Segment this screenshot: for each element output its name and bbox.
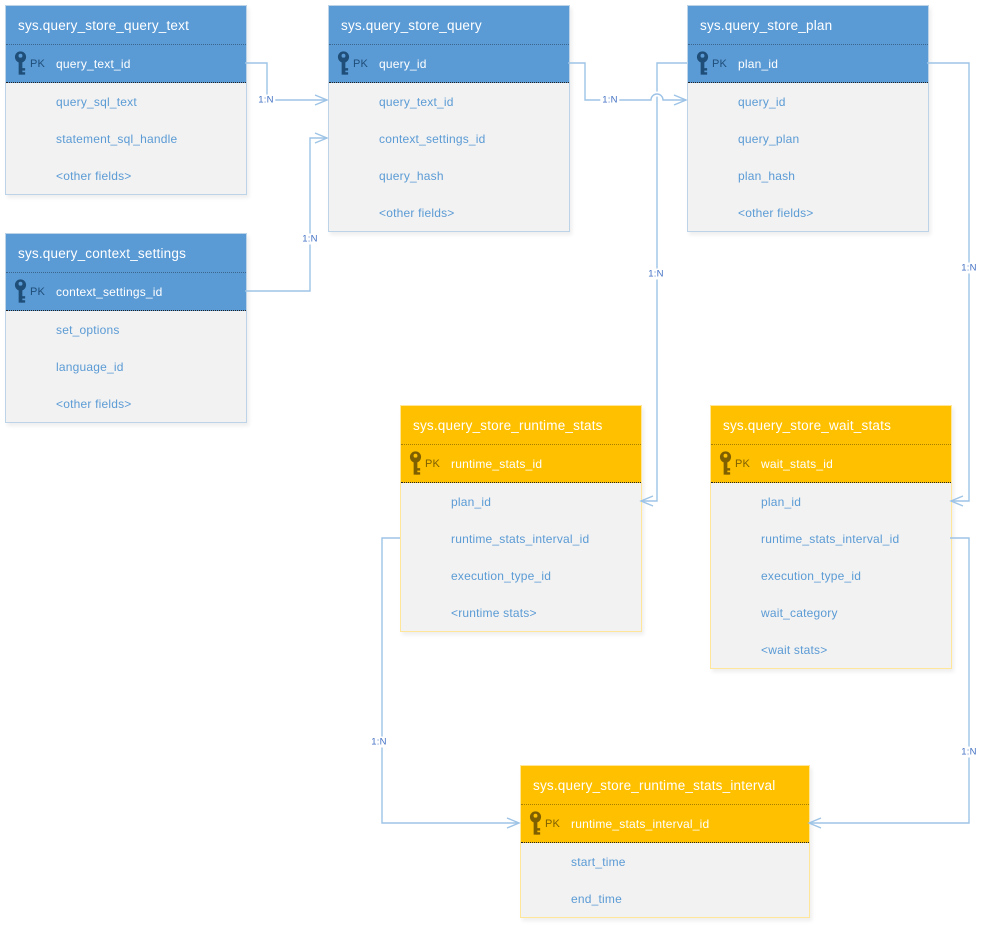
pk-field-name: plan_id — [738, 56, 779, 71]
key-icon — [337, 50, 350, 77]
pk-field-name: runtime_stats_interval_id — [571, 816, 710, 831]
relationship-label: 1:N — [300, 233, 320, 245]
field-row: query_sql_text — [56, 94, 137, 109]
field-row: wait_category — [761, 605, 838, 620]
entity-query-store-query[interactable]: sys.query_store_query PK query_id query_… — [328, 5, 570, 232]
key-icon — [14, 278, 27, 305]
field-row: <runtime stats> — [451, 605, 537, 620]
entity-query-store-runtime-stats-interval[interactable]: sys.query_store_runtime_stats_interval P… — [520, 765, 810, 918]
relationship-label: 1:N — [369, 736, 389, 748]
field-row: query_hash — [379, 168, 444, 183]
field-row: context_settings_id — [379, 131, 486, 146]
pk-label: PK — [353, 57, 369, 70]
entity-query-store-wait-stats[interactable]: sys.query_store_wait_stats PK wait_stats… — [710, 405, 952, 669]
pk-field-name: query_id — [379, 56, 427, 71]
key-icon — [696, 50, 709, 77]
field-row: plan_id — [451, 494, 492, 509]
pk-row: PK runtime_stats_id — [401, 445, 641, 483]
field-row: language_id — [56, 359, 124, 374]
connector-context-settings-to-query[interactable] — [245, 132, 329, 292]
field-row: query_id — [738, 94, 786, 109]
pk-label: PK — [712, 57, 728, 70]
pk-label: PK — [30, 285, 46, 298]
relationship-label: 1:N — [600, 94, 620, 106]
pk-row: PK plan_id — [688, 45, 928, 83]
pk-row: PK query_id — [329, 45, 569, 83]
pk-row: PK context_settings_id — [6, 273, 246, 311]
field-row: start_time — [571, 854, 626, 869]
relationship-label: 1:N — [959, 262, 979, 274]
entity-query-store-query-text[interactable]: sys.query_store_query_text PK query_text… — [5, 5, 247, 195]
entity-query-context-settings[interactable]: sys.query_context_settings PK context_se… — [5, 233, 247, 423]
connector-plan-to-runtime-stats[interactable] — [639, 62, 687, 507]
table-title: sys.query_store_runtime_stats_interval — [521, 766, 809, 805]
pk-field-name: context_settings_id — [56, 284, 163, 299]
pk-field-name: query_text_id — [56, 56, 131, 71]
field-row: set_options — [56, 322, 120, 337]
field-row: <other fields> — [56, 168, 132, 183]
field-row: <other fields> — [738, 205, 814, 220]
field-row: runtime_stats_interval_id — [761, 531, 900, 546]
relationship-label: 1:N — [646, 268, 666, 280]
connector-query-to-plan[interactable] — [568, 62, 688, 106]
relationship-label: 1:N — [959, 746, 979, 758]
table-title: sys.query_store_query — [329, 6, 569, 45]
table-title: sys.query_store_runtime_stats — [401, 406, 641, 445]
field-row: execution_type_id — [761, 568, 862, 583]
field-row: end_time — [571, 891, 622, 906]
pk-label: PK — [735, 457, 751, 470]
pk-label: PK — [425, 457, 441, 470]
field-row: statement_sql_handle — [56, 131, 178, 146]
pk-label: PK — [545, 817, 561, 830]
field-row: <wait stats> — [761, 642, 828, 657]
key-icon — [409, 450, 422, 477]
pk-label: PK — [30, 57, 46, 70]
field-row: query_text_id — [379, 94, 454, 109]
entity-query-store-plan[interactable]: sys.query_store_plan PK plan_id query_id… — [687, 5, 929, 232]
table-title: sys.query_store_wait_stats — [711, 406, 951, 445]
field-row: <other fields> — [379, 205, 455, 220]
pk-row: PK wait_stats_id — [711, 445, 951, 483]
key-icon — [529, 810, 542, 837]
pk-row: PK query_text_id — [6, 45, 246, 83]
field-row: query_plan — [738, 131, 800, 146]
table-title: sys.query_context_settings — [6, 234, 246, 273]
key-icon — [14, 50, 27, 77]
table-title: sys.query_store_plan — [688, 6, 928, 45]
field-row: runtime_stats_interval_id — [451, 531, 590, 546]
relationship-label: 1:N — [256, 94, 276, 106]
field-row: plan_hash — [738, 168, 796, 183]
field-row: <other fields> — [56, 396, 132, 411]
field-row: plan_id — [761, 494, 802, 509]
pk-field-name: wait_stats_id — [761, 456, 833, 471]
pk-field-name: runtime_stats_id — [451, 456, 543, 471]
table-title: sys.query_store_query_text — [6, 6, 246, 45]
field-row: execution_type_id — [451, 568, 552, 583]
connector-hop-casing — [585, 91, 680, 103]
entity-query-store-runtime-stats[interactable]: sys.query_store_runtime_stats PK runtime… — [400, 405, 642, 632]
pk-row: PK runtime_stats_interval_id — [521, 805, 809, 843]
key-icon — [719, 450, 732, 477]
